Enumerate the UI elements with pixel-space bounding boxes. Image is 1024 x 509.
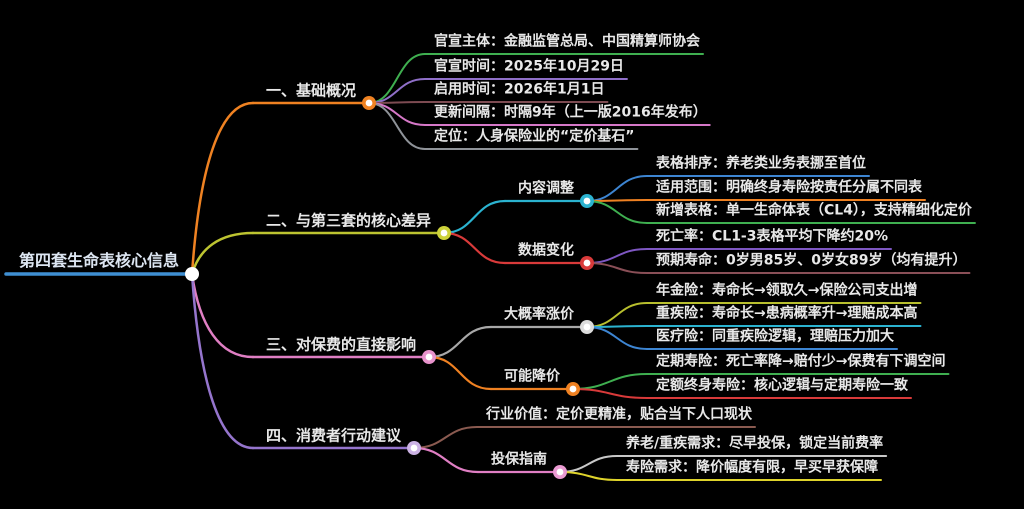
mindmap-node-b3s2l1[interactable]: 定期寿险：死亡率降→赔付少→保费有下调空间 xyxy=(656,353,946,370)
edge-b3-b3s2 xyxy=(427,355,493,391)
mindmap-node-b3s2l2[interactable]: 定额终身寿险：核心逻辑与定期寿险一致 xyxy=(656,377,908,394)
edge-b3s1-b3s1l3 xyxy=(586,326,648,350)
mindmap-node-b1l4[interactable]: 更新间隔：时隔9年（上一版2016年发布） xyxy=(434,104,707,121)
edge-root-b1 xyxy=(190,101,255,276)
node-dot-core-b3s1[interactable] xyxy=(583,323,591,331)
edge-b1-b1l1 xyxy=(368,53,426,104)
mindmap-node-b4s1l2[interactable]: 寿险需求：降价幅度有限，早买早获保障 xyxy=(626,459,878,476)
mindmap-node-b1l3[interactable]: 启用时间：2026年1月1日 xyxy=(434,81,605,98)
node-dot-core-b4[interactable] xyxy=(410,444,418,452)
mindmap-node-b2[interactable]: 二、与第三套的核心差异 xyxy=(266,211,432,230)
mindmap-node-b4s1l1[interactable]: 养老/重疾需求：尽早投保，锁定当前费率 xyxy=(626,435,884,452)
edge-b4-b4s1 xyxy=(412,446,480,474)
mindmap-node-b2s2l2[interactable]: 预期寿命：0岁男85岁、0岁女89岁（均有提升） xyxy=(656,252,967,269)
edge-b4s1-b4s1l1 xyxy=(559,455,618,473)
mindmap-node-b1[interactable]: 一、基础概况 xyxy=(266,81,357,100)
edge-b3s2-b3s2l2 xyxy=(572,388,648,399)
node-dot-core-root[interactable] xyxy=(188,270,196,278)
edge-b2s2-b2s2l2 xyxy=(586,262,648,274)
edge-b1-b1l2 xyxy=(368,78,426,104)
mindmap-node-b3s1[interactable]: 大概率涨价 xyxy=(504,306,574,323)
edge-b1-b1l5 xyxy=(368,102,426,150)
mindmap-node-b4l1[interactable]: 行业价值：定价更精准，贴合当下人口现状 xyxy=(486,406,752,423)
mindmap-node-b3[interactable]: 三、对保费的直接影响 xyxy=(266,335,417,354)
mindmap-node-b2s1l2[interactable]: 适用范围：明确终身寿险按责任分属不同表 xyxy=(656,179,922,196)
edge-root-b2 xyxy=(190,231,255,276)
edge-b2s2-b2s2l1 xyxy=(586,248,648,264)
mindmap-node-b2s1[interactable]: 内容调整 xyxy=(518,180,574,197)
edge-b2s1-b2s1l1 xyxy=(586,175,648,202)
edge-b3s1-b3s1l1 xyxy=(586,302,648,328)
mindmap-node-b2s2[interactable]: 数据变化 xyxy=(518,242,574,259)
mindmap-node-root[interactable]: 第四套生命表核心信息 xyxy=(19,251,180,270)
edge-b2-b2s2 xyxy=(442,231,507,265)
edge-b3s2-b3s2l1 xyxy=(572,373,648,390)
node-dot-core-b3s2[interactable] xyxy=(569,385,577,393)
edge-b1-b1l4 xyxy=(368,102,426,126)
node-dot-core-b2[interactable] xyxy=(440,229,448,237)
mindmap-node-b1l2[interactable]: 官宣时间：2025年10月29日 xyxy=(434,58,624,75)
mindmap-node-b1l5[interactable]: 定位：人身保险业的“定价基石” xyxy=(434,128,635,145)
mindmap-node-b4[interactable]: 四、消费者行动建议 xyxy=(266,426,402,445)
mindmap-node-b3s1l2[interactable]: 重疾险：寿命长→患病概率升→理赔成本高 xyxy=(656,305,918,322)
edge-root-b3 xyxy=(190,272,255,359)
edge-root-b4 xyxy=(190,272,255,450)
node-dot-core-b1[interactable] xyxy=(365,99,373,107)
node-dot-core-b2s2[interactable] xyxy=(583,259,591,267)
mindmap-node-b3s1l3[interactable]: 医疗险：同重疾险逻辑，理赔压力加大 xyxy=(656,328,894,345)
mindmap-node-b3s2[interactable]: 可能降价 xyxy=(504,368,560,385)
mindmap-node-b2s1l1[interactable]: 表格排序：养老类业务表挪至首位 xyxy=(656,155,866,172)
mindmap-node-b2s2l1[interactable]: 死亡率：CL1-3表格平均下降约20% xyxy=(656,228,888,245)
node-dot-core-b4s1[interactable] xyxy=(556,468,564,476)
edge-b2-b2s1 xyxy=(442,199,507,235)
node-dot-core-b3[interactable] xyxy=(425,353,433,361)
mindmap-node-b4s1[interactable]: 投保指南 xyxy=(491,451,547,468)
mindmap-node-b2s1l3[interactable]: 新增表格：单一生命体表（CL4），支持精细化定价 xyxy=(656,202,972,219)
mindmap-node-b3s1l1[interactable]: 年金险：寿命长→领取久→保险公司支出增 xyxy=(656,282,918,299)
edge-b4-b4l1 xyxy=(413,426,478,449)
mindmap-node-b1l1[interactable]: 官宣主体：金融监管总局、中国精算师协会 xyxy=(434,33,700,50)
edge-b3-b3s1 xyxy=(427,325,493,359)
node-dot-core-b2s1[interactable] xyxy=(583,197,591,205)
edge-b2s1-b2s1l3 xyxy=(586,200,648,224)
edge-b4s1-b4s1l2 xyxy=(559,471,618,481)
